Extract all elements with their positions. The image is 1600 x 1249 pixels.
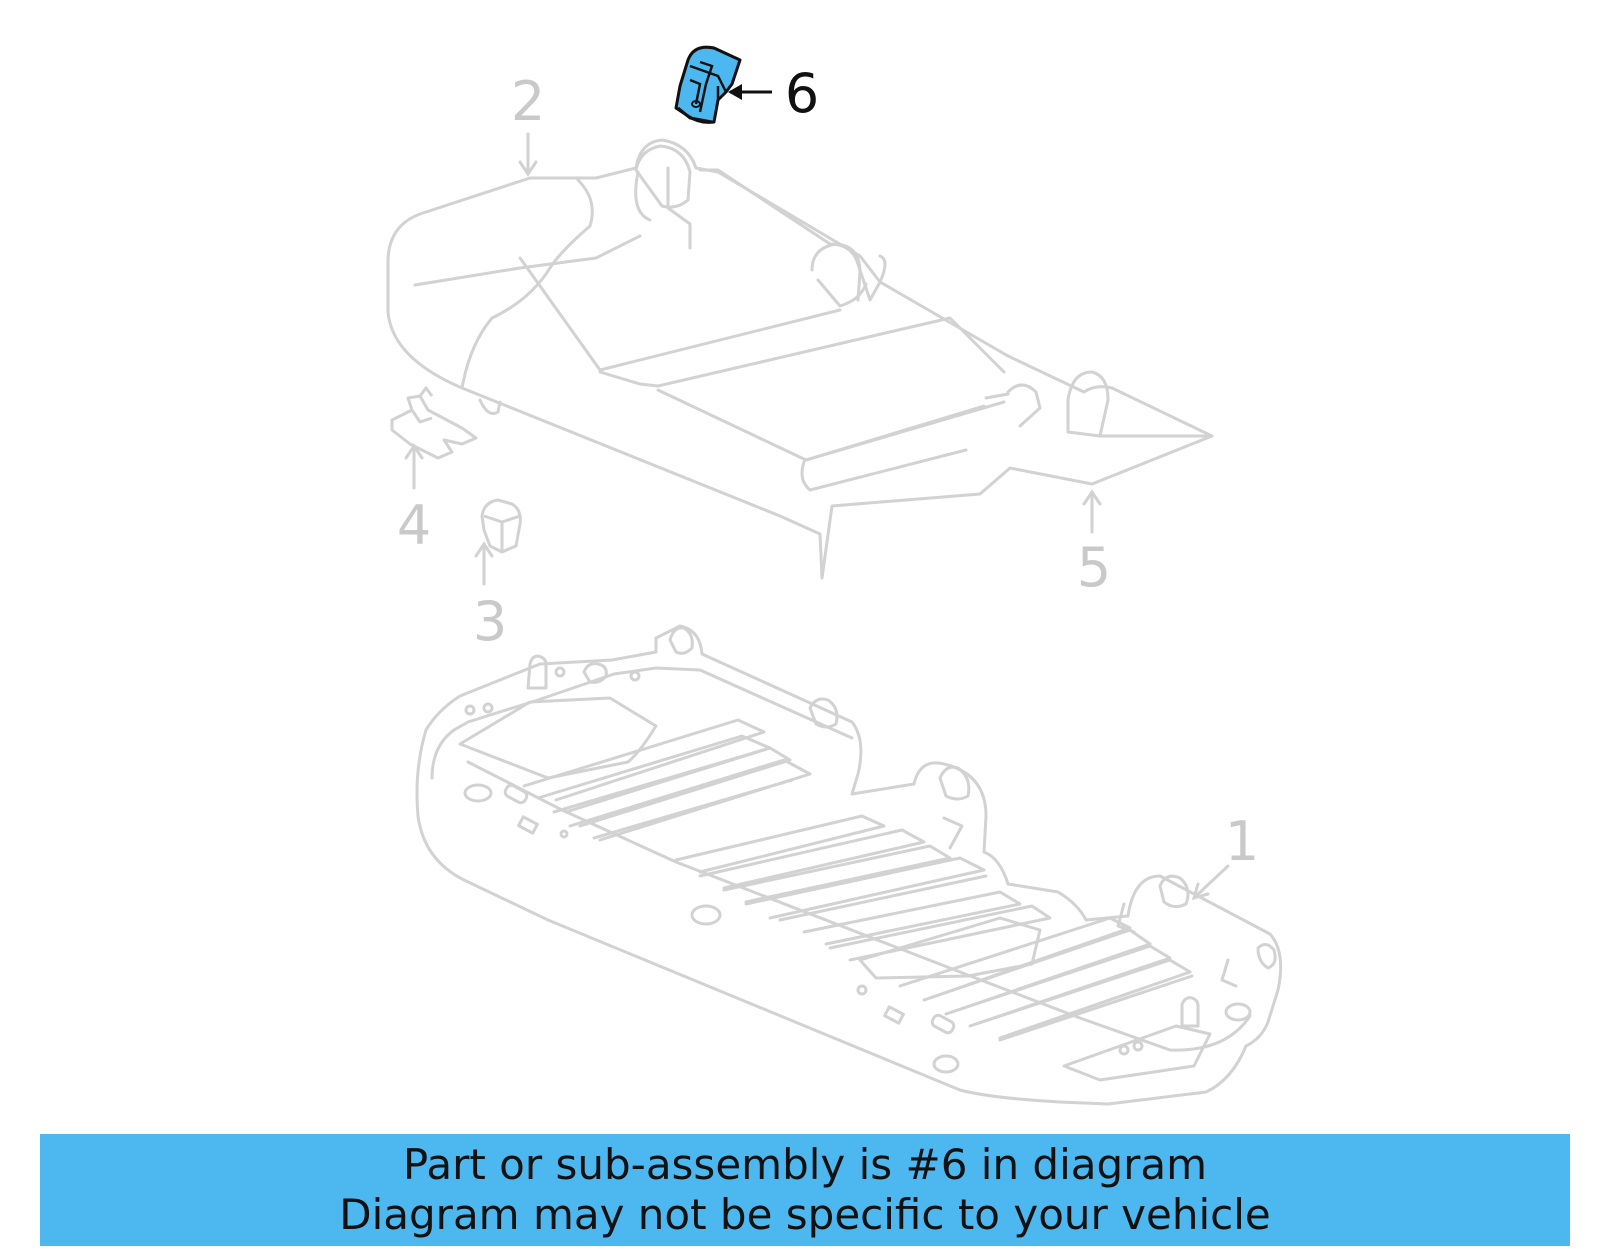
ghost-leader-arrows — [404, 132, 1230, 901]
callout-1: 1 — [1225, 810, 1259, 873]
callout-4: 4 — [397, 494, 431, 557]
info-banner: Part or sub-assembly is #6 in diagram Di… — [40, 1134, 1570, 1246]
highlighted-part-6-drawing — [674, 45, 742, 124]
banner-part-note: Part or sub-assembly is #6 in diagram — [402, 1140, 1208, 1189]
leader-arrowhead-6 — [728, 84, 742, 100]
clip-part-4-drawing — [390, 386, 478, 460]
callout-2: 2 — [511, 70, 545, 133]
info-banner-background — [40, 1134, 1570, 1246]
banner-disclaimer: Diagram may not be specific to your vehi… — [339, 1190, 1271, 1239]
seat-cushion-drawing — [386, 138, 1214, 580]
callout-5: 5 — [1077, 536, 1111, 599]
retainer-part-3-drawing — [480, 498, 522, 554]
seat-frame-part-1-drawing — [415, 624, 1283, 1106]
callout-3: 3 — [473, 590, 507, 653]
callout-6: 6 — [785, 62, 819, 125]
